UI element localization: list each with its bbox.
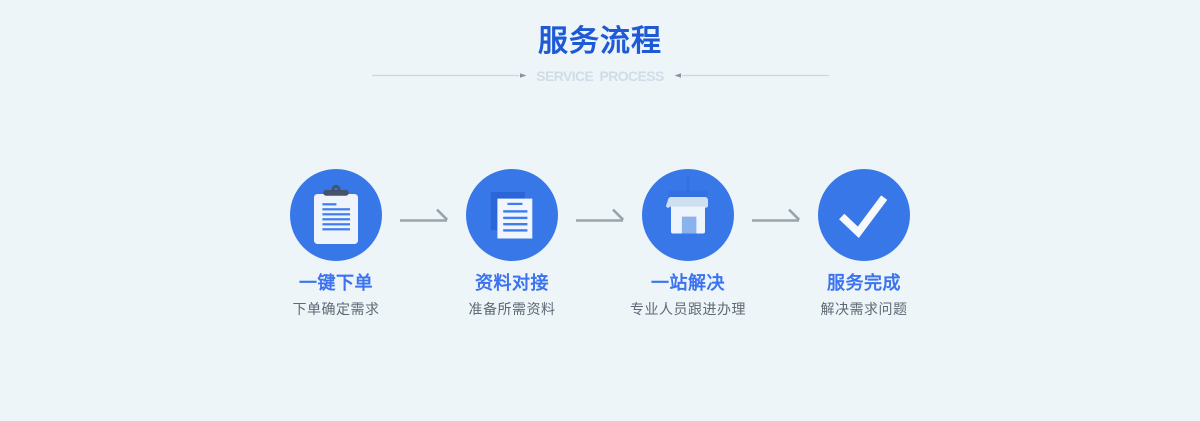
flow-arrow-icon [752,208,801,222]
section-title: 服务流程 [538,25,662,58]
step-desc: 专业人员跟进办理 [630,301,746,317]
documents-icon [490,192,533,239]
step-desc: 解决需求问题 [820,301,908,317]
step-circle [290,169,382,261]
step-desc: 准备所需资料 [468,301,556,317]
step-complete: 服务完成 解决需求问题 [784,169,944,316]
section-subtitle: SERVICE PROCESS [536,67,664,84]
step-solution: 一站解决 专业人员跟进办理 [608,169,768,316]
subtitle-row: SERVICE PROCESS [0,66,1200,84]
storefront-icon [666,176,708,234]
step-circle [818,169,910,261]
flow-arrow-icon [576,208,625,222]
step-materials: 资料对接 准备所需资料 [432,169,592,316]
step-label: 服务完成 [827,273,901,293]
step-circle [642,169,734,261]
step-order: 一键下单 下单确定需求 [256,169,416,316]
left-decorative-line [372,73,527,78]
step-label: 一键下单 [299,273,373,293]
step-circle [466,169,558,261]
step-label: 一站解决 [651,273,725,293]
clipboard-icon [314,184,358,244]
step-desc: 下单确定需求 [292,301,380,317]
checkmark-icon [839,195,888,239]
step-label: 资料对接 [475,273,549,293]
right-decorative-line [674,73,829,78]
flow-arrow-icon [400,208,449,222]
